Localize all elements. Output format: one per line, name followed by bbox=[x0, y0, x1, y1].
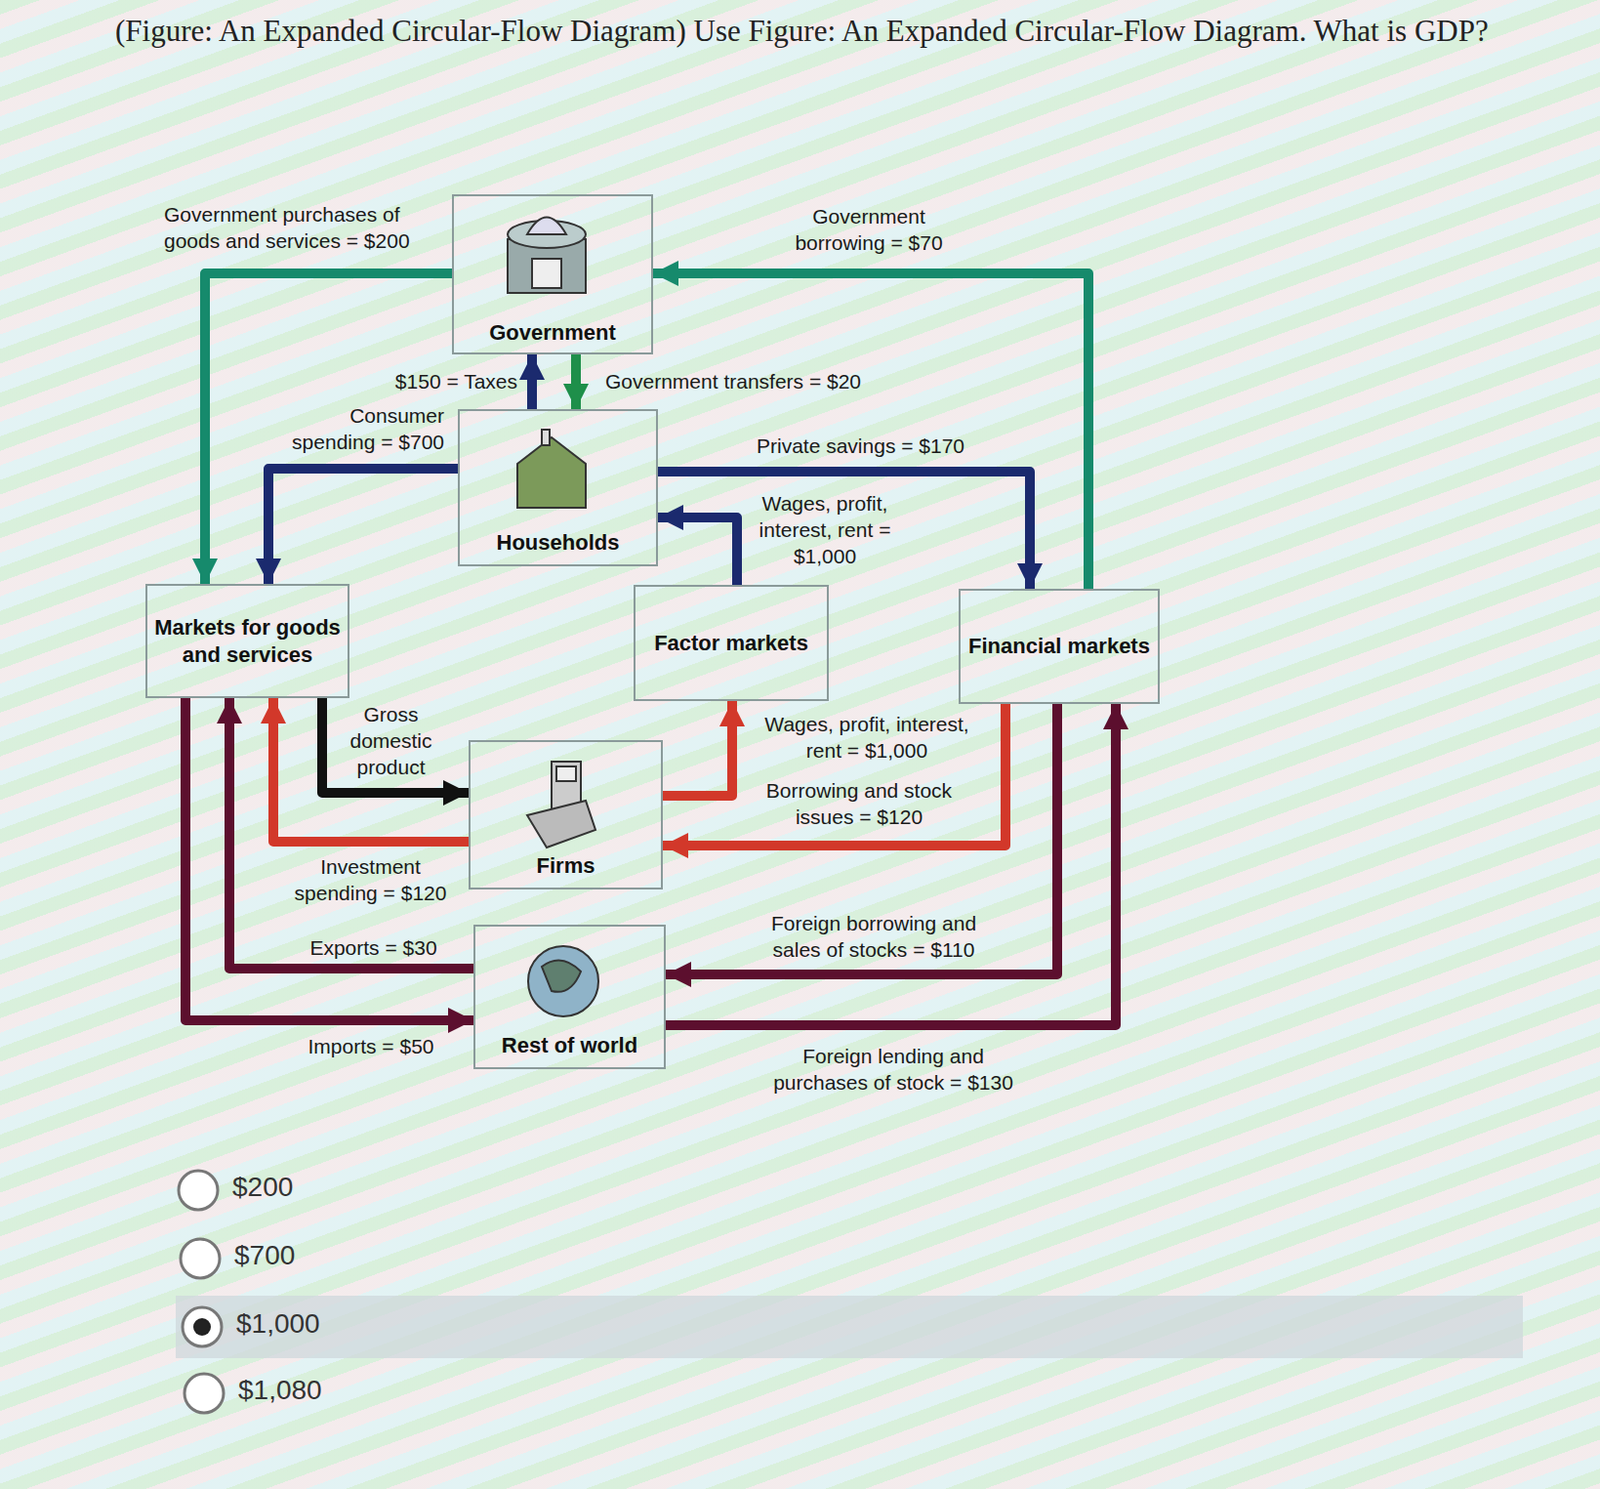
answer-option: $1,080 bbox=[238, 1374, 323, 1406]
flow-arrow bbox=[273, 697, 469, 842]
flow-label: Wages, profit, interest, rent = $1,000 bbox=[749, 710, 985, 764]
flow-box: Government bbox=[451, 194, 654, 355]
flow-label: Gross domestic product bbox=[339, 700, 443, 780]
flow-box: Factor markets bbox=[633, 584, 829, 701]
flow-label: Foreign borrowing and sales of stocks = … bbox=[751, 909, 996, 963]
box-title: Financial markets bbox=[968, 632, 1150, 660]
box-title: Markets for goods and services bbox=[151, 614, 344, 669]
answer-option: $700 bbox=[234, 1239, 295, 1272]
flow-label: Government borrowing = $70 bbox=[771, 203, 967, 256]
radio-dot bbox=[193, 1317, 211, 1336]
flow-label: Private savings = $170 bbox=[756, 432, 1011, 459]
flow-arrow bbox=[571, 354, 581, 410]
box-title: Firms bbox=[536, 852, 596, 880]
flow-box: Rest of world bbox=[473, 924, 666, 1069]
flow-arrow bbox=[185, 697, 474, 1021]
box-title: Government bbox=[489, 319, 616, 347]
flow-box: Financial markets bbox=[958, 588, 1160, 704]
flow-arrow bbox=[665, 703, 1058, 975]
flow-arrow bbox=[268, 468, 458, 584]
flow-box: Firms bbox=[468, 739, 663, 890]
flow-label: Wages, profit, interest, rent = $1,000 bbox=[751, 490, 899, 570]
flow-arrow bbox=[527, 354, 537, 410]
flow-arrow bbox=[665, 703, 1116, 1026]
flow-label: Consumer spending = $700 bbox=[263, 402, 445, 455]
flow-label: Foreign lending and purchases of stock =… bbox=[761, 1042, 1026, 1096]
flow-arrow bbox=[657, 517, 738, 585]
flow-arrow bbox=[205, 273, 452, 584]
flow-label: Imports = $50 bbox=[287, 1032, 454, 1060]
flow-label: Government transfers = $20 bbox=[605, 368, 899, 395]
flow-label: Government purchases of goods and servic… bbox=[164, 201, 448, 254]
flow-box: Markets for goods and services bbox=[145, 583, 350, 698]
flow-label: Exports = $30 bbox=[292, 934, 454, 961]
box-title: Households bbox=[496, 529, 620, 557]
government-icon bbox=[507, 217, 586, 294]
globe-icon bbox=[528, 945, 599, 1017]
selected-band bbox=[175, 1295, 1523, 1358]
flow-arrow bbox=[662, 700, 733, 796]
house-icon bbox=[517, 429, 586, 508]
flow-label: Investment spending = $120 bbox=[285, 853, 456, 906]
factory-icon bbox=[527, 761, 596, 848]
answer-option: $1,000 bbox=[236, 1308, 321, 1340]
flow-arrow bbox=[662, 703, 1006, 846]
flow-label: $150 = Taxes bbox=[361, 368, 518, 395]
flow-box: Households bbox=[457, 409, 658, 567]
flow-arrow bbox=[229, 697, 474, 969]
flow-label: Borrowing and stock issues = $120 bbox=[746, 777, 972, 830]
answer-option: $200 bbox=[232, 1171, 293, 1203]
flow-arrow bbox=[653, 273, 1089, 589]
box-title: Rest of world bbox=[501, 1031, 638, 1060]
flow-arrow bbox=[657, 471, 1030, 589]
radio-buttons bbox=[178, 1170, 224, 1413]
box-title: Factor markets bbox=[654, 629, 809, 657]
question-title: (Figure: An Expanded Circular-Flow Diagr… bbox=[115, 11, 1600, 51]
flow-arrow bbox=[322, 697, 469, 793]
